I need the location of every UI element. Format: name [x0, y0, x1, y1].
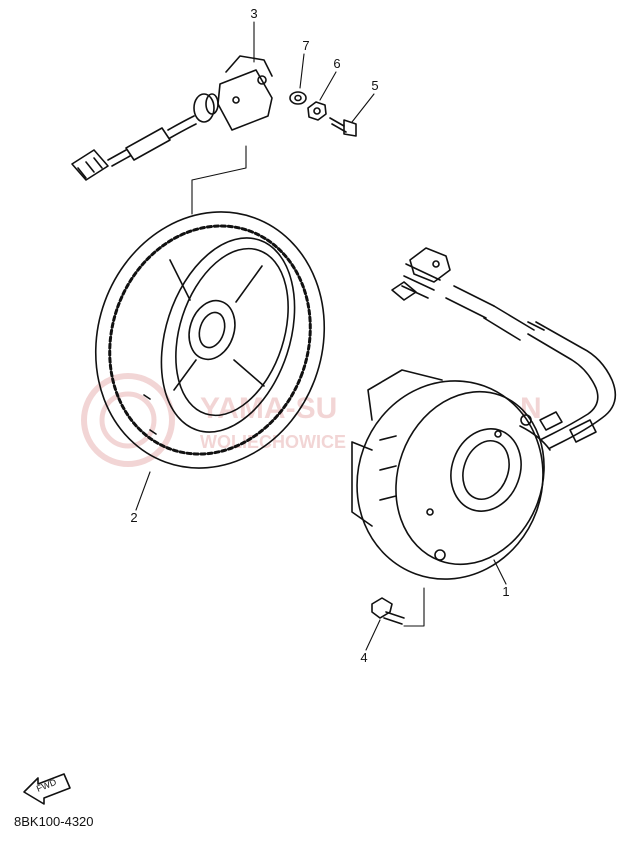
diagram-code: 8BK100-4320: [14, 814, 94, 829]
callout-2: 2: [130, 510, 137, 525]
callout-1: 1: [502, 584, 509, 599]
callout-6: 6: [333, 56, 340, 71]
stator-wiring-harness: [391, 247, 617, 449]
callout-4: 4: [360, 650, 367, 665]
watermark-line2: WOLIECHOWICE: [200, 432, 346, 452]
part-7-washer: [289, 91, 307, 105]
part-5-bolt: [329, 117, 357, 137]
callout-labels: 3 7 6 5 2 1 4: [130, 6, 509, 665]
part-1-stator-assembly: [351, 369, 551, 580]
part-6-nut: [307, 101, 327, 121]
fwd-arrow-icon: FWD: [23, 773, 71, 805]
callout-7: 7: [302, 38, 309, 53]
part-4-screw: [371, 597, 405, 625]
watermark-line1: YAMA-SU: [200, 392, 337, 425]
callout-5: 5: [371, 78, 378, 93]
part-2-flywheel-rotor: [94, 211, 326, 469]
leader-lines: [135, 21, 507, 651]
callout-3: 3: [250, 6, 257, 21]
part-3-sensor-lead: [71, 55, 273, 181]
watermark: YAMA-SU N WOLIECHOWICE: [81, 373, 542, 467]
